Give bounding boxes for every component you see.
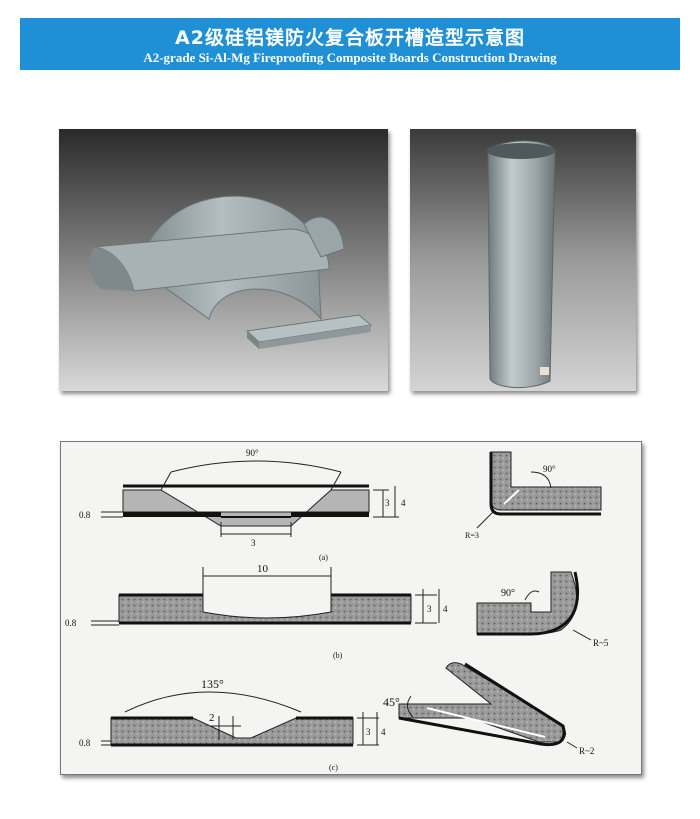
radius-a: R=3: [465, 531, 479, 540]
detail-c-fold: 45° R~2: [383, 662, 594, 756]
skin-c: 0.8: [79, 738, 91, 748]
bottom-c: 2: [209, 712, 215, 724]
detail-a-corner: 90° R=3: [465, 451, 602, 540]
dim3-b: 3: [427, 604, 432, 614]
angle-c: 135°: [201, 677, 224, 691]
fold-angle-c: 45°: [383, 695, 400, 709]
construction-drawing: 90° 3 3 4 0.8 (a) 90° R=3: [60, 441, 642, 775]
photo-curved-panels: [59, 129, 388, 391]
photo-cylinder-panel: [410, 129, 636, 391]
skin-b: 0.8: [65, 618, 77, 628]
dim4-a: 4: [401, 498, 406, 508]
caption-a: (a): [319, 553, 328, 562]
dim3-a: 3: [385, 498, 390, 508]
title-banner: A2级硅铝镁防火复合板开槽造型示意图 A2-grade Si-Al-Mg Fir…: [20, 18, 680, 70]
caption-c: (c): [329, 763, 338, 772]
skin-a: 0.8: [79, 510, 91, 520]
title-chinese: A2级硅铝镁防火复合板开槽造型示意图: [175, 27, 525, 49]
corner-angle-b: 90°: [501, 588, 515, 599]
dim3-c: 3: [366, 727, 371, 737]
dim4-b: 4: [443, 604, 448, 614]
dim4-c: 4: [381, 727, 386, 737]
caption-b: (b): [333, 651, 343, 660]
angle-a: 90°: [246, 448, 259, 458]
corner-angle-a: 90°: [543, 464, 556, 474]
detail-c-groove: 135° 2 3 4 0.8 (c): [79, 677, 386, 772]
width-b: 10: [257, 563, 269, 575]
radius-c: R~2: [579, 746, 594, 756]
bottom-a: 3: [251, 538, 256, 548]
radius-b: R~5: [593, 638, 609, 648]
detail-a-groove: 90° 3 3 4 0.8 (a): [79, 448, 406, 562]
detail-b-groove: 10 3 4 0.8 (b): [65, 563, 448, 660]
detail-b-corner: 90° R~5: [476, 571, 609, 648]
title-english: A2-grade Si-Al-Mg Fireproofing Composite…: [143, 50, 557, 65]
